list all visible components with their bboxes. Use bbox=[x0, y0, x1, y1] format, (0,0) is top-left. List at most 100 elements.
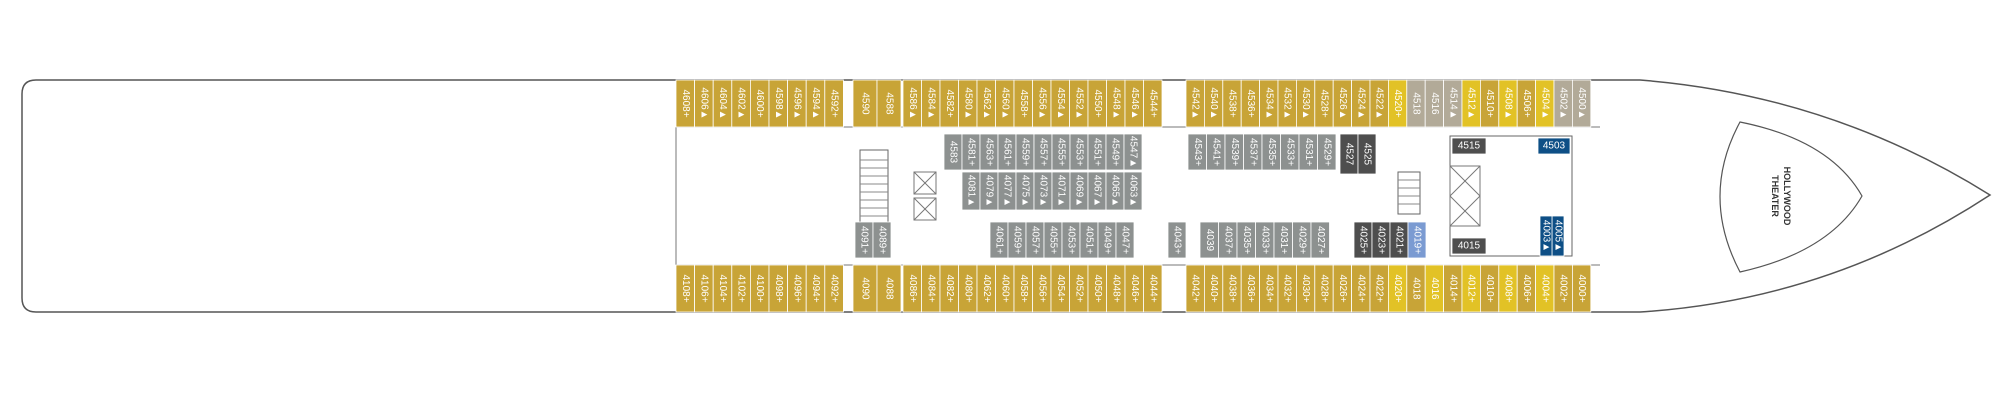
cabin-4547[interactable]: 4547▲ bbox=[1123, 133, 1143, 171]
cabin-4039[interactable]: 4039 bbox=[1199, 221, 1219, 259]
cabin-4038[interactable]: 4038+ bbox=[1222, 264, 1242, 313]
cabin-4023[interactable]: 4023+ bbox=[1371, 221, 1391, 259]
cabin-4604[interactable]: 4604▲ bbox=[712, 79, 733, 128]
cabin-4019[interactable]: 4019+ bbox=[1407, 221, 1427, 259]
cabin-4031[interactable]: 4031+ bbox=[1273, 221, 1293, 259]
cabin-4063[interactable]: 4063▲ bbox=[1123, 171, 1143, 211]
cabin-4506[interactable]: 4506+ bbox=[1516, 79, 1536, 128]
cabin-4606[interactable]: 4606▲ bbox=[694, 79, 714, 128]
cabin-4053[interactable]: 4053+ bbox=[1061, 221, 1081, 259]
cabin-4058[interactable]: 4058+ bbox=[1013, 264, 1033, 313]
cabin-4043[interactable]: 4043+ bbox=[1167, 221, 1187, 259]
cabin-4035[interactable]: 4035+ bbox=[1236, 221, 1256, 259]
cabin-4510[interactable]: 4510+ bbox=[1480, 79, 1500, 128]
cabin-block[interactable] bbox=[1310, 221, 1330, 259]
cabin-4584[interactable]: 4584▲ bbox=[921, 79, 941, 128]
cabin-4562[interactable]: 4562▲ bbox=[976, 79, 996, 128]
cabin-4549[interactable]: 4549+ bbox=[1105, 133, 1125, 171]
cabin-block[interactable] bbox=[1143, 79, 1163, 128]
cabin-4040[interactable]: 4040+ bbox=[1204, 264, 1224, 313]
cabin-4551[interactable]: 4551+ bbox=[1087, 133, 1107, 171]
cabin-4546[interactable]: 4546▲ bbox=[1124, 79, 1144, 128]
cabin-4598[interactable]: 4598▲ bbox=[768, 79, 789, 128]
cabin-block[interactable] bbox=[1451, 237, 1487, 255]
cabin-4069[interactable]: 4069▲ bbox=[1069, 171, 1089, 211]
cabin-4540[interactable]: 4540▲ bbox=[1204, 79, 1224, 128]
cabin-4525[interactable]: 4525 bbox=[1357, 133, 1377, 175]
cabin-block[interactable] bbox=[852, 79, 878, 128]
cabin-block[interactable] bbox=[876, 264, 902, 313]
cabin-4006[interactable]: 4006+ bbox=[1516, 264, 1536, 313]
cabin-4543[interactable]: 4543+ bbox=[1187, 133, 1207, 171]
cabin-block[interactable] bbox=[824, 79, 844, 128]
cabin-block[interactable] bbox=[1451, 137, 1487, 155]
cabin-4503[interactable]: 4503 bbox=[1537, 137, 1571, 155]
cabin-4502[interactable]: 4502▲ bbox=[1553, 79, 1573, 128]
cabin-4535[interactable]: 4535+ bbox=[1261, 133, 1281, 171]
cabin-4531[interactable]: 4531+ bbox=[1298, 133, 1318, 171]
cabin-4528[interactable]: 4528+ bbox=[1314, 79, 1334, 128]
cabin-4056[interactable]: 4056+ bbox=[1032, 264, 1052, 313]
cabin-4537[interactable]: 4537+ bbox=[1243, 133, 1263, 171]
cabin-4061[interactable]: 4061+ bbox=[989, 221, 1009, 259]
cabin-4044[interactable]: 4044+ bbox=[1143, 264, 1163, 313]
cabin-4057[interactable]: 4057+ bbox=[1025, 221, 1045, 259]
cabin-4581[interactable]: 4581+ bbox=[961, 133, 981, 171]
cabin-4046[interactable]: 4046+ bbox=[1124, 264, 1144, 313]
cabin-4534[interactable]: 4534▲ bbox=[1259, 79, 1279, 128]
cabin-block[interactable] bbox=[872, 221, 892, 259]
cabin-4527[interactable]: 4527 bbox=[1339, 133, 1359, 175]
cabin-4080[interactable]: 4080+ bbox=[958, 264, 978, 313]
cabin-4533[interactable]: 4533+ bbox=[1280, 133, 1300, 171]
cabin-block[interactable] bbox=[824, 264, 844, 313]
cabin-4049[interactable]: 4049+ bbox=[1097, 221, 1117, 259]
cabin-4518[interactable]: 4518 bbox=[1406, 79, 1426, 128]
cabin-4556[interactable]: 4556▲ bbox=[1032, 79, 1052, 128]
cabin-4106[interactable]: 4106+ bbox=[694, 264, 714, 313]
cabin-block[interactable] bbox=[852, 264, 878, 313]
cabin-block[interactable] bbox=[1167, 221, 1187, 259]
cabin-4529[interactable]: 4529+ bbox=[1317, 133, 1337, 171]
cabin-4030[interactable]: 4030+ bbox=[1296, 264, 1316, 313]
cabin-4555[interactable]: 4555+ bbox=[1051, 133, 1071, 171]
cabin-4047[interactable]: 4047+ bbox=[1115, 221, 1135, 259]
cabin-4052[interactable]: 4052+ bbox=[1069, 264, 1089, 313]
cabin-4557[interactable]: 4557+ bbox=[1033, 133, 1053, 171]
cabin-4594[interactable]: 4594▲ bbox=[805, 79, 826, 128]
cabin-block[interactable] bbox=[1572, 264, 1592, 313]
cabin-4516[interactable]: 4516 bbox=[1424, 79, 1444, 128]
cabin-block[interactable] bbox=[1123, 133, 1143, 171]
cabin-4608[interactable]: 4608+ bbox=[675, 79, 696, 128]
cabin-4050[interactable]: 4050+ bbox=[1087, 264, 1107, 313]
cabin-4539[interactable]: 4539+ bbox=[1224, 133, 1244, 171]
cabin-block[interactable] bbox=[1317, 133, 1337, 171]
cabin-4544[interactable]: 4544+ bbox=[1143, 79, 1163, 128]
cabin-4536[interactable]: 4536+ bbox=[1240, 79, 1260, 128]
cabin-4542[interactable]: 4542▲ bbox=[1185, 79, 1205, 128]
cabin-4032[interactable]: 4032+ bbox=[1277, 264, 1297, 313]
cabin-4520[interactable]: 4520+ bbox=[1388, 79, 1408, 128]
cabin-4558[interactable]: 4558+ bbox=[1013, 79, 1033, 128]
cabin-4067[interactable]: 4067▲ bbox=[1087, 171, 1107, 211]
cabin-4532[interactable]: 4532▲ bbox=[1277, 79, 1297, 128]
cabin-4018[interactable]: 4018 bbox=[1406, 264, 1426, 313]
cabin-4104[interactable]: 4104+ bbox=[712, 264, 733, 313]
cabin-4059[interactable]: 4059+ bbox=[1007, 221, 1027, 259]
cabin-4098[interactable]: 4098+ bbox=[768, 264, 789, 313]
cabin-4065[interactable]: 4065▲ bbox=[1105, 171, 1125, 211]
cabin-4055[interactable]: 4055+ bbox=[1043, 221, 1063, 259]
cabin-4548[interactable]: 4548▲ bbox=[1106, 79, 1126, 128]
cabin-4004[interactable]: 4004+ bbox=[1535, 264, 1555, 313]
cabin-4084[interactable]: 4084+ bbox=[921, 264, 941, 313]
cabin-4094[interactable]: 4094+ bbox=[805, 264, 826, 313]
cabin-4108[interactable]: 4108+ bbox=[675, 264, 696, 313]
cabin-4029[interactable]: 4029+ bbox=[1292, 221, 1312, 259]
cabin-4526[interactable]: 4526▲ bbox=[1332, 79, 1352, 128]
cabin-4051[interactable]: 4051+ bbox=[1079, 221, 1099, 259]
cabin-4602[interactable]: 4602▲ bbox=[731, 79, 751, 128]
cabin-4012[interactable]: 4012+ bbox=[1461, 264, 1481, 313]
cabin-4508[interactable]: 4508▲ bbox=[1498, 79, 1518, 128]
cabin-4026[interactable]: 4026+ bbox=[1332, 264, 1352, 313]
cabin-block[interactable] bbox=[1537, 137, 1571, 155]
cabin-4524[interactable]: 4524▲ bbox=[1351, 79, 1371, 128]
